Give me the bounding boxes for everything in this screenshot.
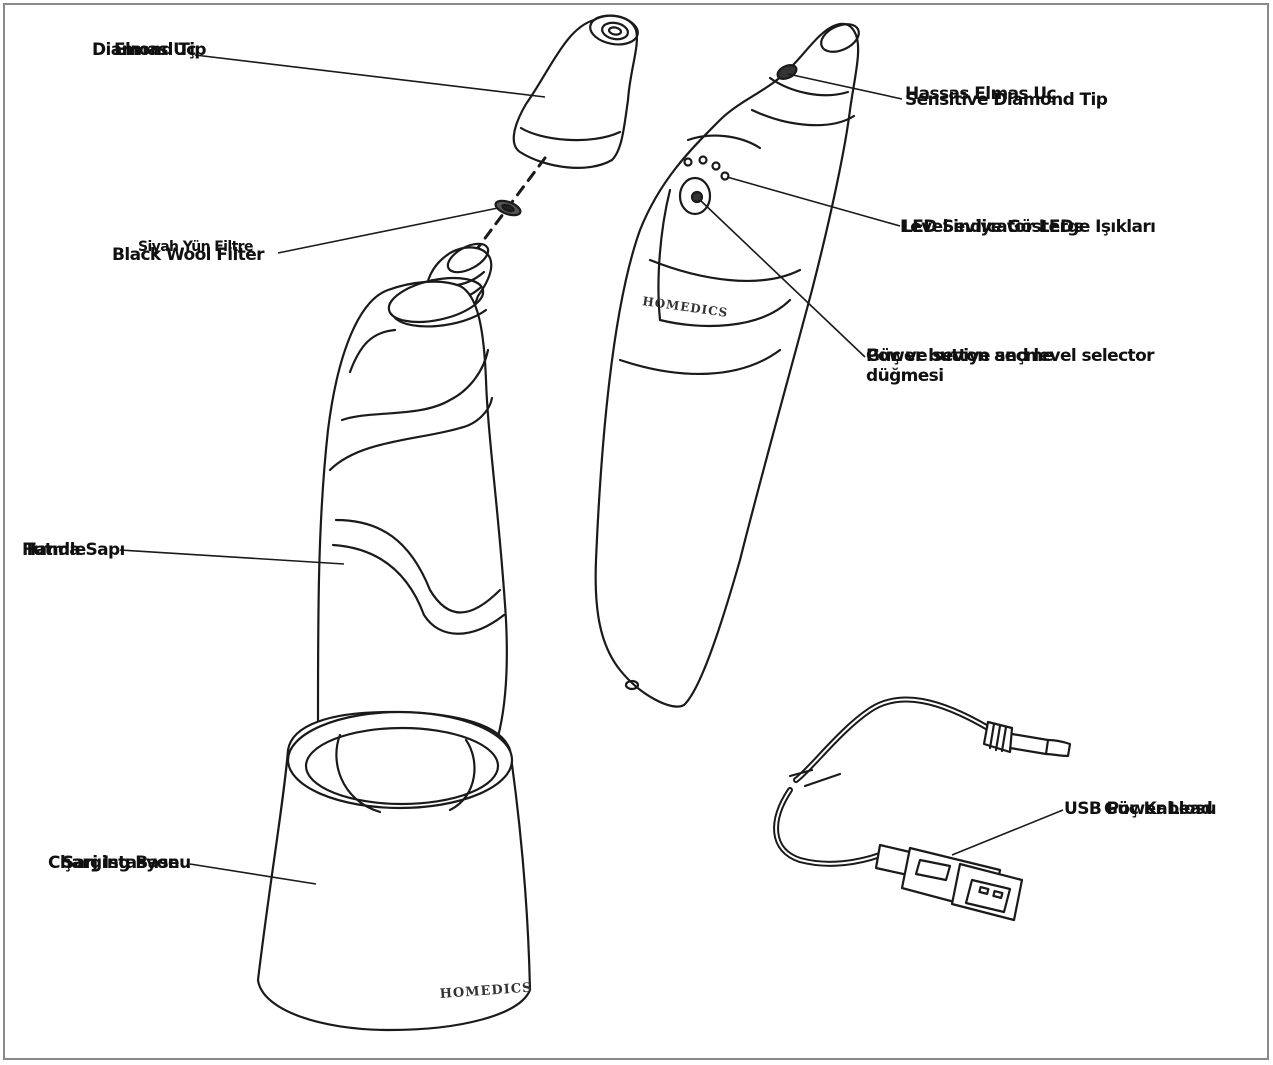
led-dot-3 xyxy=(711,161,721,171)
label-usb: USB Power Lead Güç Kablosu xyxy=(1064,799,1217,819)
label-diamond-tip: Diamond Tip Elmas Uç xyxy=(92,40,207,60)
diamond-tip-cap xyxy=(512,14,639,169)
label-sensitive-tip: Sensitive Diamond Tip Hassas Elmas Uç xyxy=(905,84,1108,110)
label-led: Level indicator LEDs LED Seviye Gösterge… xyxy=(900,217,1156,237)
label-power: Power button and level selector Güç ve s… xyxy=(866,346,1155,386)
charging-base: HOMEDICS xyxy=(256,710,533,1032)
label-black-filter: Black Wool Filter Siyah Yün Filtre xyxy=(112,239,265,265)
usb-cable xyxy=(773,696,1072,922)
diagram-frame xyxy=(3,3,1269,1060)
label-charging-base: Charging Base Şarj Istasyonu xyxy=(48,853,191,873)
power-button-dot xyxy=(690,190,704,204)
assembly-dashed-line xyxy=(463,156,547,267)
device-right: HOMEDICS xyxy=(594,22,860,708)
led-dot-1 xyxy=(683,157,693,167)
leader-lines xyxy=(119,54,1064,885)
black-filter-disc xyxy=(494,199,522,217)
led-dot-4 xyxy=(720,171,730,181)
label-handle: Handle Tutma Sapı xyxy=(22,540,125,560)
base-brand-logo: HOMEDICS xyxy=(439,981,533,1002)
led-dot-2 xyxy=(698,155,708,165)
charging-contact xyxy=(624,679,640,691)
